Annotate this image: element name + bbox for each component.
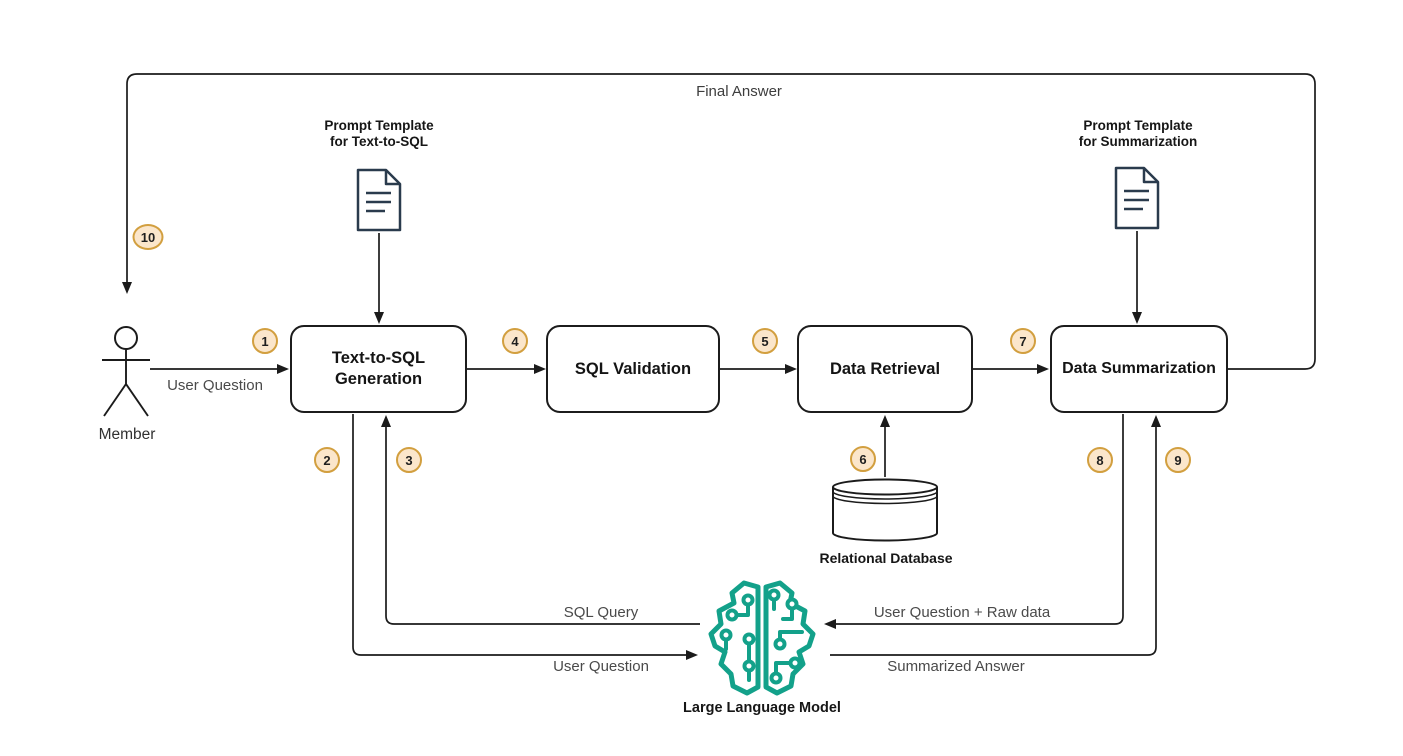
edge-sql-query-to-generation (381, 415, 700, 625)
llm-brain-icon (708, 580, 816, 696)
node-sql-validation: SQL Validation (546, 325, 720, 413)
step-badge-1: 1 (252, 328, 278, 354)
edge-label-user-question-to-llm: User Question (553, 658, 649, 675)
step-badge-3: 3 (396, 447, 422, 473)
document-icon-text-to-sql (356, 168, 402, 232)
step-badge-4: 4 (502, 328, 528, 354)
node-text-to-sql-generation-label-line1: Text-to-SQL (331, 349, 426, 368)
edge-label-user-question-raw-data: User Question + Raw data (873, 604, 1051, 621)
prompt-template-text-to-sql-title-line2: for Text-to-SQL (329, 134, 428, 149)
step-badge-10: 10 (132, 224, 164, 250)
edge-label-final-answer: Final Answer (696, 83, 782, 100)
edge-label-sql-query: SQL Query (563, 604, 639, 621)
prompt-template-text-to-sql-title: Prompt Template for Text-to-SQL (324, 118, 433, 150)
edge-summarized-answer-to-summarization (830, 415, 1161, 656)
step-badge-2: 2 (314, 447, 340, 473)
prompt-template-summarization-title-line2: for Summarization (1078, 134, 1198, 149)
node-text-to-sql-generation-label-line2: Generation (334, 370, 423, 388)
step-badge-9: 9 (1165, 447, 1191, 473)
node-data-summarization-label: Data Summarization (1062, 360, 1216, 377)
prompt-template-text-to-sql-title-line1: Prompt Template (324, 118, 434, 133)
edge-final-answer (122, 73, 1316, 370)
node-data-summarization: Data Summarization (1050, 325, 1228, 413)
member-actor-icon (102, 326, 150, 417)
edge-raw-data-to-llm (824, 414, 1124, 629)
prompt-template-summarization-title: Prompt Template for Summarization (1079, 118, 1198, 150)
edge-label-user-question-input: User Question (167, 377, 263, 394)
edge-user-question-to-llm (352, 414, 698, 660)
llm-label: Large Language Model (683, 700, 841, 716)
prompt-template-summarization-title-line1: Prompt Template (1083, 118, 1193, 133)
member-label: Member (98, 426, 156, 443)
database-icon (832, 478, 938, 542)
document-icon-summarization (1114, 166, 1160, 230)
step-badge-8: 8 (1087, 447, 1113, 473)
node-data-retrieval-label: Data Retrieval (829, 359, 941, 378)
node-text-to-sql-generation: Text-to-SQL Generation (290, 325, 467, 413)
node-data-retrieval: Data Retrieval (797, 325, 973, 413)
step-badge-5: 5 (752, 328, 778, 354)
node-sql-validation-label: SQL Validation (574, 359, 692, 378)
step-badge-7: 7 (1010, 328, 1036, 354)
edge-label-summarized-answer: Summarized Answer (887, 658, 1025, 675)
step-badge-6: 6 (850, 446, 876, 472)
database-label: Relational Database (819, 550, 953, 566)
